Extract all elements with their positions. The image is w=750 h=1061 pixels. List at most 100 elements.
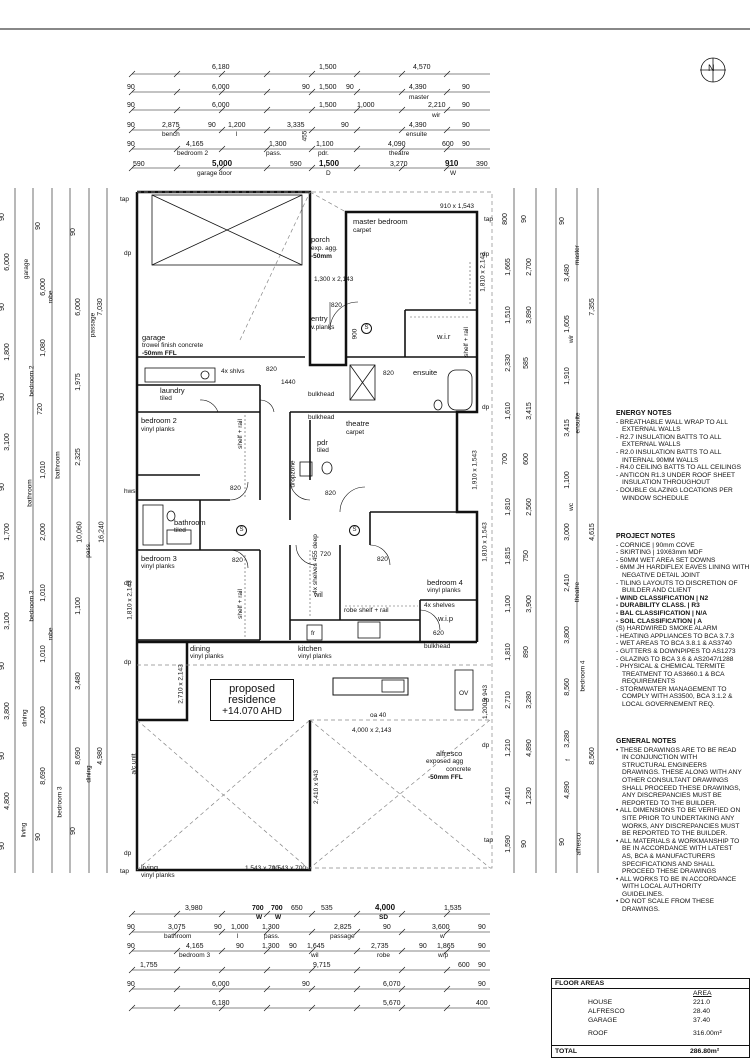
dim-bottom-4: 9,715 [313,962,331,969]
room-kitchen-finish: vinyl planks [298,653,332,660]
dim-left-2: 90 [34,221,42,230]
room-alfresco-finish-2: concrete [446,766,471,773]
dim-left-1-sub: garage [23,258,31,280]
dim-top-3: 1,500 [319,102,337,109]
dim-right-1: 1,810 [504,642,512,661]
general-notes: GENERAL NOTES • THESE DRAWINGS ARE TO BE… [616,738,742,920]
room-living-finish: vinyl planks [141,872,175,879]
room-dropzone: dropzone [289,460,297,488]
window-size: 1,200 x 943 [481,685,489,719]
dim-bottom-2: 90 [478,924,486,931]
dim-left-3: 10,060 [76,520,84,543]
room-entry: entry [311,314,328,323]
label-bulkhead: bulkhead [308,414,335,421]
dim-right-1: 1,810 [504,498,512,517]
window-size: 1,543 x 700 [272,865,306,872]
dim-right-3-sub: ensuite [574,412,582,434]
room-master-finish: carpet [353,227,372,234]
dim-tick [443,70,451,78]
room-entry-finish: v.planks [311,324,335,331]
room-bedroom-4-finish: vinyl planks [427,587,461,594]
dim-tick [128,145,136,153]
dim-bottom-1-sub: W [275,914,282,921]
dim-left-1-sub: living [20,822,28,838]
dim-tick [263,985,271,993]
energy-notes-title: ENERGY NOTES [616,410,672,417]
dim-left-1: 90 [0,751,6,760]
dim-top-5: 4,165 [186,141,204,148]
proposed-line-2: residence [228,694,276,706]
dim-tick [173,126,181,134]
area-value: 37.40 [693,1017,711,1024]
dim-bottom-1: 535 [321,905,333,912]
label-4x-shlvs: 4x shlvs [221,368,245,375]
project-note: - 50MM WET AREA SET DOWNS [616,556,716,564]
dim-bottom-1: 3,980 [185,905,203,912]
dim-bottom-6: 400 [476,1000,488,1007]
dim-tick [128,928,136,936]
dim-right-3-sub: wc [567,503,575,512]
dim-tick [353,947,361,955]
dim-tick [443,1004,451,1012]
dim-tick [173,106,181,114]
dim-bottom-3: 90 [419,943,427,950]
dim-right-1: 700 [501,453,509,466]
room-porch: porch [311,235,330,244]
area-name: ROOF [588,1030,608,1037]
dim-bottom-1: 650 [291,905,303,912]
dim-bottom-3: 2,735 [371,943,389,950]
dim-bottom-5: 90 [127,981,135,988]
room-bathroom-finish: tiled [174,527,186,534]
dim-bottom-6: 6,180 [212,1000,230,1007]
label-tap: tap [484,216,494,223]
sink-icon [381,679,405,693]
dim-top-5-sub: pass. [266,150,282,157]
oven-icon [454,669,474,711]
dim-tick [443,106,451,114]
dim-tick [218,88,226,96]
room-master: master bedroom [353,217,408,226]
area-name: ALFRESCO [588,1008,625,1015]
label-4x-shelves: 4x shelves [424,602,455,609]
dim-bottom-2-sub: bathroom [164,933,192,940]
dim-right-3: 3,415 [563,419,571,437]
dim-tick [308,145,316,153]
dim-tick [218,966,226,974]
dim-tick [128,106,136,114]
dim-tick [398,70,406,78]
dim-tick [398,88,406,96]
dim-top-4: 90 [127,122,135,129]
project-note: (S) HARDWIRED SMOKE ALARM [616,625,718,633]
dim-tick [353,1004,361,1012]
dim-right-2: 2,560 [525,498,533,517]
dim-right-4: 7,355 [588,298,596,316]
dim-tick [308,126,316,134]
dim-bottom-3-sub: robe [377,952,391,959]
dim-bottom-1-sub: W [256,914,263,921]
dim-bottom-2: 3,075 [168,924,186,931]
dim-tick [308,164,316,172]
dim-right-1: 1,210 [504,739,512,757]
room-laundry: laundry [160,386,185,395]
dim-left-1-sub: dining [21,709,29,727]
dim-right-1: 1,815 [504,546,512,565]
label-bulkhead: bulkhead [308,391,335,398]
general-note: • ALL WORKS TO BE IN ACCORDANCE WITH LOC… [616,875,737,898]
project-note: - 6MM JH HARDIFLEX EAVES LINING WITH NEG… [616,564,750,579]
dim-tick [398,145,406,153]
dim-top-2-sub: master [409,94,429,101]
dim-top-6: 590 [290,161,302,168]
dim-top-2: 4,390 [409,84,427,91]
north-arrow-icon [700,57,726,83]
dim-bottom-2-sub: passage [330,933,355,940]
dim-tick [443,910,451,918]
project-note: - BAL CLASSIFICATION | N/A [616,609,707,617]
dim-tick [218,947,226,955]
dim-left-3: 8,690 [74,747,82,765]
dim-tick [173,70,181,78]
dim-bottom-5: 90 [302,981,310,988]
label-shelf-rail: shelf + rail [236,419,244,449]
